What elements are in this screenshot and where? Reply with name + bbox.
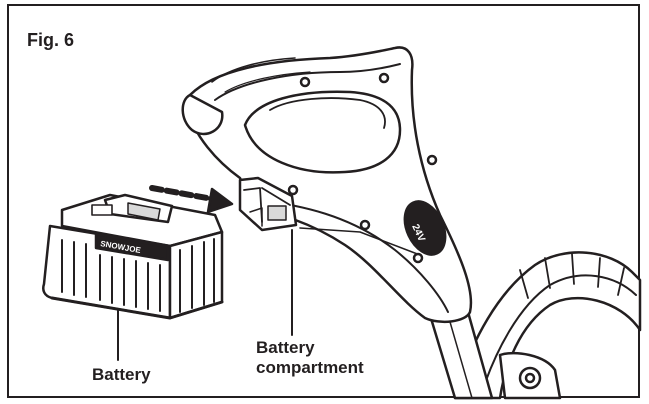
front-handle-housing: [181, 46, 473, 324]
voltage-badge: [403, 200, 447, 256]
compartment-callout-line2: compartment: [256, 358, 364, 377]
insertion-arrow: [149, 185, 234, 214]
rear-handle: [453, 251, 642, 400]
battery-compartment-callout: Battery compartment: [256, 338, 364, 378]
compartment-callout-line1: Battery: [256, 338, 315, 357]
battery-compartment: [238, 176, 298, 232]
figure-label: Fig. 6: [27, 30, 75, 50]
battery-pack: [42, 193, 224, 320]
battery-callout-label: Battery: [92, 365, 151, 384]
